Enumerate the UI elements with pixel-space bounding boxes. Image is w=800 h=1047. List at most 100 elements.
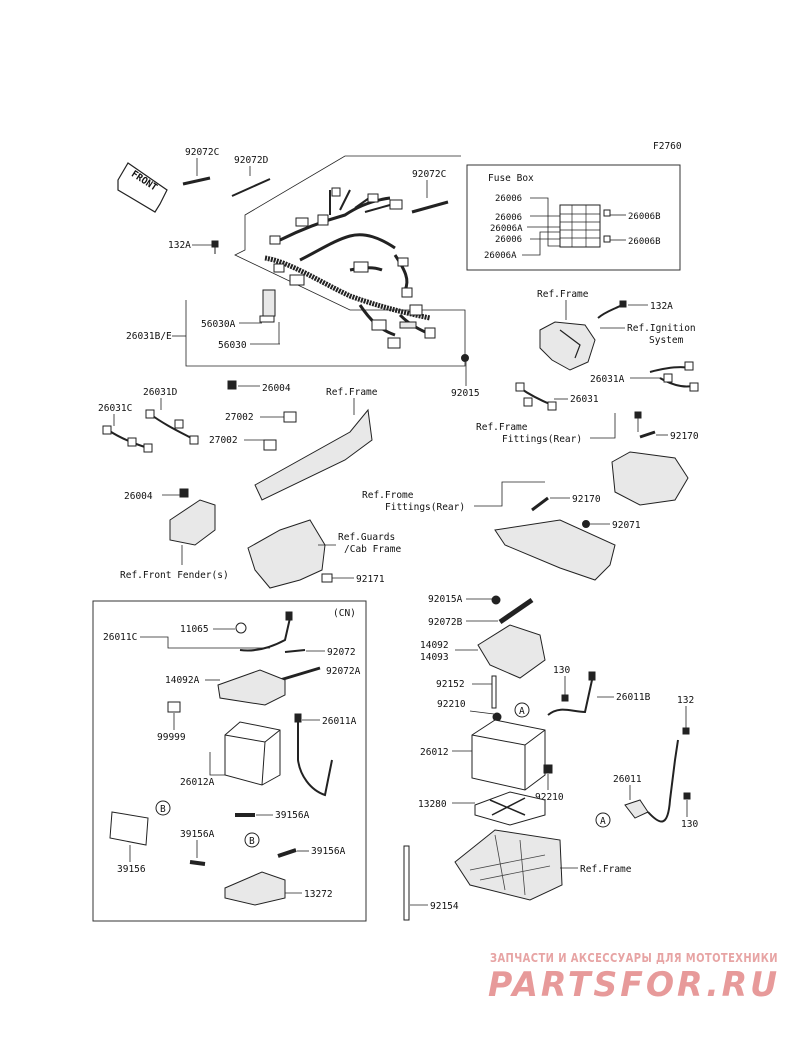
front-fender-bracket	[169, 499, 216, 546]
label-92154: 92154	[430, 901, 459, 912]
label-26011: 26011	[613, 774, 642, 785]
clip-26004-a-icon	[227, 380, 237, 390]
band-92170-b	[531, 496, 549, 512]
label-26031C: 26031C	[98, 403, 132, 414]
tray-13272	[224, 871, 286, 906]
label-27002-a: 27002	[225, 412, 254, 423]
frame-rail	[254, 408, 373, 501]
sticker-39156	[109, 811, 149, 846]
marker-A-a-label: A	[519, 706, 525, 717]
fuse-box-title: Fuse Box	[488, 173, 534, 184]
label-27002-b: 27002	[209, 435, 238, 446]
marker-A-b-label: A	[600, 816, 606, 827]
label-26031A: 26031A	[590, 374, 625, 385]
harness-26031D	[149, 413, 196, 441]
label-56030: 56030	[218, 340, 247, 351]
fuse-label-right-2: 26006B	[628, 237, 661, 247]
label-130-a: 130	[553, 665, 570, 676]
label-92152: 92152	[436, 679, 465, 690]
clip-92171	[321, 573, 333, 583]
label-26012A: 26012A	[180, 777, 215, 788]
holder-14092	[477, 624, 546, 679]
fitting-rear-a	[611, 451, 689, 506]
marker-A-a	[514, 702, 530, 718]
ref-frame-a: Ref.Frame	[537, 289, 589, 300]
label-26004-a: 26004	[262, 383, 291, 394]
ref-ignition-2: System	[649, 335, 684, 346]
label-26011B: 26011B	[616, 692, 651, 703]
leader-line	[590, 413, 616, 439]
cable-26011B	[547, 679, 593, 716]
label-92072A: 92072A	[326, 666, 361, 677]
nut-92015-icon	[461, 354, 469, 362]
sticker-39156A-b	[189, 860, 206, 866]
label-26012: 26012	[420, 747, 449, 758]
marker-B-a-label: B	[160, 804, 166, 815]
sticker-39156A-c	[277, 848, 297, 858]
clip-26004-b-icon	[179, 488, 189, 498]
band-92072A	[279, 666, 321, 682]
label-92210-b: 92210	[535, 792, 564, 803]
fuse-label-left-1: 26006	[495, 194, 522, 204]
band-92170-a	[639, 430, 656, 439]
fuse-label-left-4: 26006	[495, 235, 522, 245]
ref-frame-fit-2: Fittings(Rear)	[502, 434, 582, 445]
front-arrow-icon: FRONT	[117, 162, 168, 213]
leader-line	[209, 752, 225, 776]
label-11065: 11065	[180, 624, 209, 635]
battery-26012A	[224, 721, 281, 786]
leader-line	[140, 636, 270, 649]
label-92171: 92171	[356, 574, 385, 585]
cable-26011A	[297, 720, 333, 797]
label-130-b: 130	[681, 819, 698, 830]
bolt-92170-a-icon	[634, 411, 642, 419]
label-26004-b: 26004	[124, 491, 153, 502]
nut-92071-icon	[582, 520, 590, 528]
ignition-bracket	[539, 321, 596, 371]
label-26011A: 26011A	[322, 716, 357, 727]
bolt-132-icon	[682, 727, 690, 735]
label-92072B: 92072B	[428, 617, 463, 628]
nut-92015A-icon	[491, 595, 501, 605]
band-92072	[284, 649, 306, 653]
label-92072D: 92072D	[234, 155, 269, 166]
label-92072C-a: 92072C	[185, 147, 219, 158]
fuse-box-panel: Fuse Box 26006 26006 26006A 26006 26006A…	[466, 164, 681, 271]
ref-ignition-1: Ref.Ignition	[627, 323, 696, 334]
fuse-label-right-1: 26006B	[628, 212, 661, 222]
label-99999: 99999	[157, 732, 186, 743]
band-92072C-b	[411, 200, 449, 214]
band-92072D	[231, 178, 271, 197]
battery-tray-frame	[454, 829, 563, 901]
marker-B-b	[244, 832, 260, 848]
bolt-icon	[211, 240, 219, 254]
rod-92154	[403, 845, 410, 921]
guard-cab-frame	[247, 519, 326, 589]
label-92071: 92071	[612, 520, 641, 531]
label-26011C: 26011C	[103, 632, 137, 643]
cap-11065	[235, 622, 247, 634]
leader-line	[469, 710, 495, 715]
label-26031: 26031	[570, 394, 599, 405]
label-92072C-b: 92072C	[412, 169, 446, 180]
part-99999	[167, 701, 181, 713]
holder-14092A	[217, 669, 286, 706]
label-56030A: 56030A	[201, 319, 236, 330]
label-39156A-b: 39156A	[180, 829, 215, 840]
bolt-132A-b-icon	[619, 300, 627, 308]
ref-frame-fit-1: Ref.Frame	[476, 422, 528, 433]
label-39156A-c: 39156A	[311, 846, 346, 857]
main-wire-harness	[264, 187, 436, 349]
label-92015A: 92015A	[428, 594, 463, 605]
cable-26011-clamp	[624, 799, 649, 819]
label-14092A: 14092A	[165, 675, 200, 686]
cn-variant-box	[92, 600, 367, 922]
ref-front-fender: Ref.Front Fender(s)	[120, 570, 229, 581]
ref-guards-2: /Cab Frame	[344, 544, 401, 555]
leader-line	[474, 481, 545, 507]
fitting-rear-b	[494, 519, 616, 581]
nut-92210-a-icon	[492, 712, 502, 722]
battery-26012	[471, 719, 546, 791]
watermark-brand: PARTSFOR.RU	[488, 965, 780, 1005]
